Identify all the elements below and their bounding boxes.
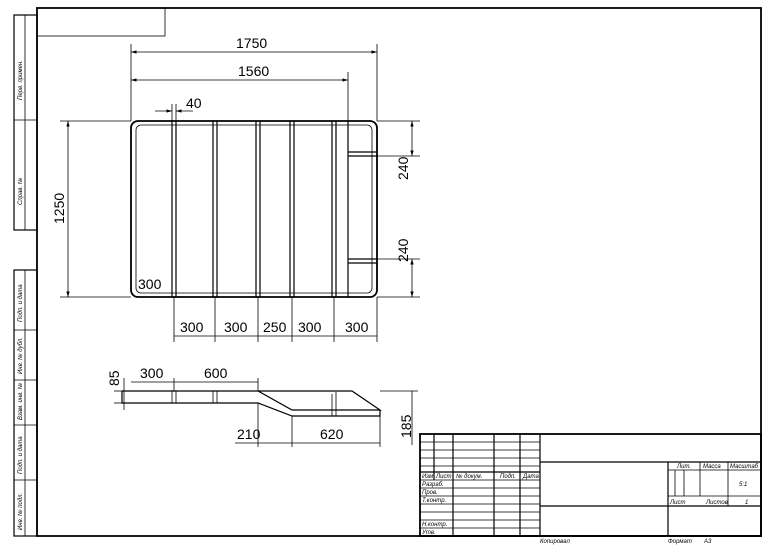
tb-row-label: Т.контр. — [422, 498, 446, 504]
dim-300-side: 300 — [140, 365, 164, 381]
dim-spacing: 300 — [224, 319, 248, 335]
pallet-outline — [130, 120, 378, 298]
dim-40: 40 — [186, 95, 202, 111]
tb-col-header: Подп. — [500, 474, 516, 480]
tb-format-value: A3 — [703, 539, 712, 545]
dim-corner-300: 300 — [138, 276, 162, 292]
dim-600: 600 — [204, 365, 228, 381]
sheet-frame — [13, 7, 762, 537]
tb-format: Формат — [668, 539, 692, 545]
side-view: 85 300 600 210 620 185 — [106, 365, 418, 447]
tb-row-label: Пров. — [422, 490, 438, 496]
tb-sheets: Листов — [705, 500, 728, 506]
tb-scale: 5:1 — [739, 482, 747, 488]
tb-row-label: Утв. — [421, 530, 436, 536]
tb-col-header: Лист — [435, 474, 451, 480]
tb-row-label: Разраб. — [422, 482, 444, 488]
dim-240-top: 240 — [395, 156, 411, 180]
side-profile — [121, 390, 382, 417]
tb-sheet: Лист — [669, 500, 685, 506]
side-stamps: Перв. примен. Справ. № Подп. и дата Инв.… — [17, 60, 24, 530]
dim-spacing: 300 — [180, 319, 204, 335]
pallet-inner — [135, 124, 373, 294]
dim-240-bottom: 240 — [395, 238, 411, 262]
tb-right-header: Масштаб — [730, 464, 759, 470]
stamp-label: Перв. примен. — [18, 60, 24, 100]
handles — [348, 151, 377, 264]
dim-1250: 1250 — [51, 193, 67, 224]
dim-210: 210 — [237, 426, 261, 442]
slats — [171, 121, 337, 297]
top-view: 1750 1560 40 1250 300 240 240 — [51, 35, 420, 342]
dim-85: 85 — [106, 370, 122, 386]
tb-col-header: № докум. — [456, 473, 482, 480]
tb-copied: Копировал — [540, 539, 570, 545]
stamp-label: Подп. и дата — [18, 284, 24, 322]
dim-1560: 1560 — [238, 63, 269, 79]
tb-sheets-value: 1 — [745, 500, 748, 506]
tb-right-header: Лит. — [676, 464, 691, 470]
stamp-label: Взам. инв. № — [17, 382, 24, 420]
tb-col-header: Дата — [522, 474, 539, 480]
stamp-label: Подп. и дата — [18, 436, 24, 474]
dim-spacing: 300 — [345, 319, 369, 335]
dim-spacing: 300 — [298, 319, 322, 335]
dim-620: 620 — [320, 426, 344, 442]
dim-185: 185 — [398, 414, 414, 438]
tb-row-label: Н.контр. — [422, 522, 447, 528]
stamp-label: Инв. № подл. — [17, 493, 24, 530]
dim-1750: 1750 — [236, 35, 267, 51]
dim-spacing: 250 — [263, 319, 287, 335]
tb-right-header: Масса — [703, 464, 721, 470]
stamp-label: Инв. № дубл. — [17, 337, 24, 374]
title-block: Изм Лист № докум. Подп. Дата Разраб. Про… — [419, 433, 762, 545]
tb-col-header: Изм — [422, 474, 433, 480]
stamp-label: Справ. № — [17, 177, 24, 205]
